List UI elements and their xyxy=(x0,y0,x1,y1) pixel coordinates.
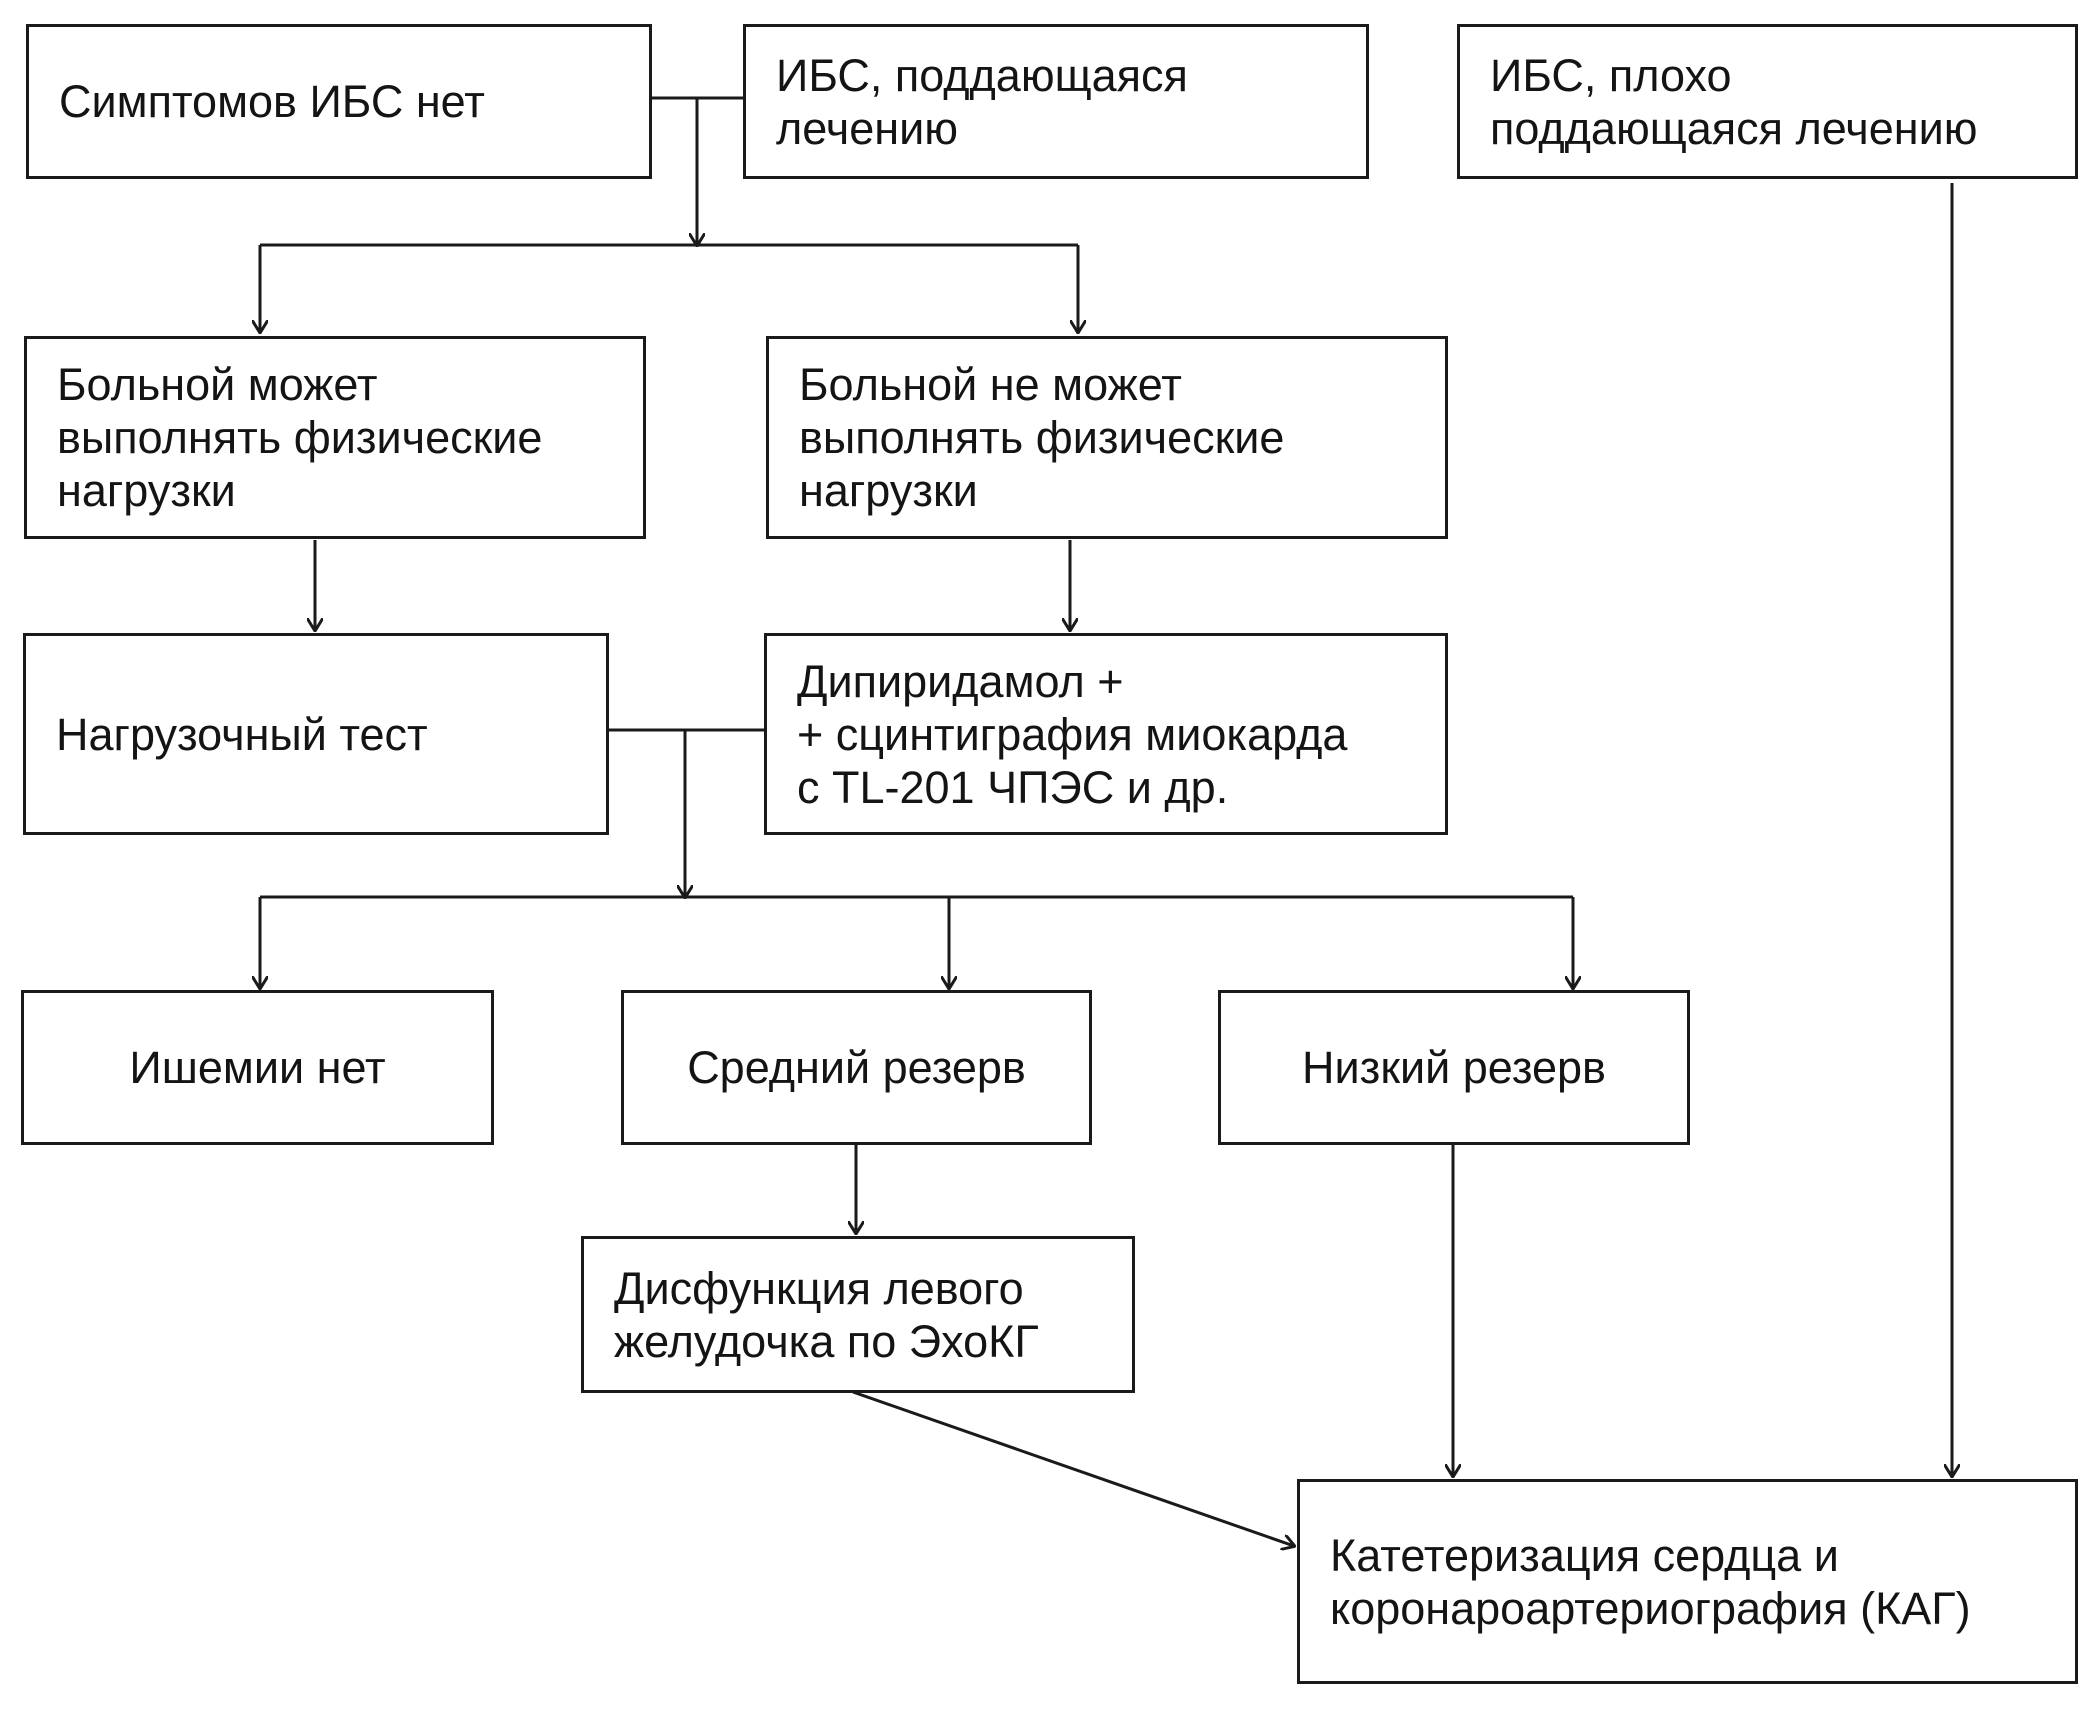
node-dipyridamole: Дипиридамол + + сцинтиграфия миокарда с … xyxy=(764,633,1448,835)
node-no-ischemia: Ишемии нет xyxy=(21,990,494,1145)
node-no-symptoms-label: Симптомов ИБС нет xyxy=(59,76,485,127)
node-dipyridamole-label: Дипиридамол + + сцинтиграфия миокарда с … xyxy=(797,655,1348,813)
node-can-exercise-label: Больной может выполнять физические нагру… xyxy=(57,359,543,516)
node-cannot-exercise-label: Больной не может выполнять физические на… xyxy=(799,359,1285,516)
node-no-symptoms: Симптомов ИБС нет xyxy=(26,24,652,179)
node-cannot-exercise: Больной не может выполнять физические на… xyxy=(766,336,1448,539)
node-lv-dysfunction: Дисфункция левого желудочка по ЭхоКГ xyxy=(581,1236,1135,1393)
node-catheterization-label: Катетеризация сердца и коронароартериогр… xyxy=(1330,1529,1971,1634)
node-ibs-poorly-treatable-label: ИБС, плохо поддающаяся лечению xyxy=(1490,49,1978,154)
node-stress-test-label: Нагрузочный тест xyxy=(56,708,428,760)
node-no-ischemia-label: Ишемии нет xyxy=(129,1042,386,1093)
node-medium-reserve: Средний резерв xyxy=(621,990,1092,1145)
node-low-reserve-label: Низкий резерв xyxy=(1302,1042,1606,1093)
node-lv-dysfunction-label: Дисфункция левого желудочка по ЭхоКГ xyxy=(614,1262,1039,1367)
arrow-lv-to-catheterization xyxy=(852,1390,1294,1546)
node-ibs-treatable-label: ИБС, поддающаяся лечению xyxy=(776,49,1188,154)
node-can-exercise: Больной может выполнять физические нагру… xyxy=(24,336,646,539)
node-low-reserve: Низкий резерв xyxy=(1218,990,1690,1145)
node-ibs-treatable: ИБС, поддающаяся лечению xyxy=(743,24,1369,179)
node-stress-test: Нагрузочный тест xyxy=(23,633,609,835)
node-ibs-poorly-treatable: ИБС, плохо поддающаяся лечению xyxy=(1457,24,2078,179)
node-medium-reserve-label: Средний резерв xyxy=(687,1042,1026,1093)
node-catheterization: Катетеризация сердца и коронароартериогр… xyxy=(1297,1479,2078,1684)
